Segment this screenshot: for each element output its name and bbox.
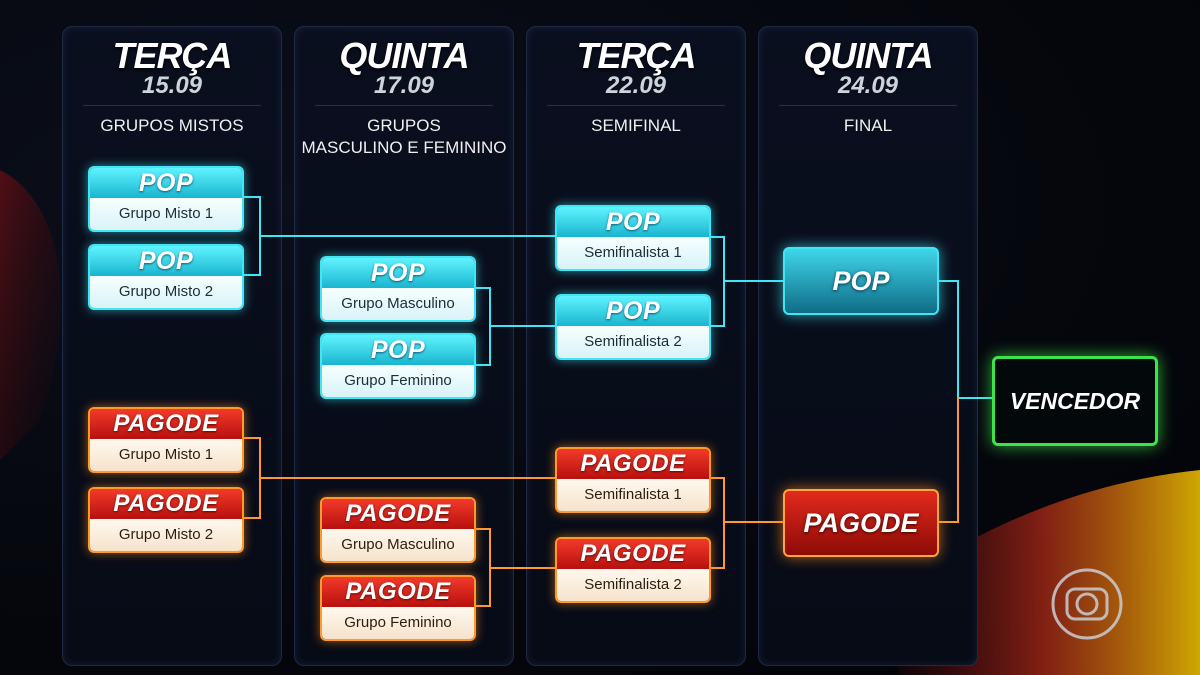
- box-category: PAGODE: [322, 577, 474, 607]
- box-label: Semifinalista 1: [557, 479, 709, 511]
- box-label: Semifinalista 2: [557, 326, 709, 358]
- pagode-box: PAGODE Grupo Feminino: [320, 575, 476, 641]
- pagode-final-box: PAGODE: [783, 489, 939, 557]
- column-stage: SEMIFINAL: [591, 116, 681, 135]
- winner-box: VENCEDOR: [992, 356, 1158, 446]
- pagode-box: PAGODE Semifinalista 1: [555, 447, 711, 513]
- divider: [779, 105, 957, 106]
- box-category: PAGODE: [322, 499, 474, 529]
- column-day: QUINTA: [339, 35, 469, 76]
- divider: [83, 105, 261, 106]
- box-label: Grupo Feminino: [322, 607, 474, 639]
- box-label: Grupo Masculino: [322, 529, 474, 561]
- box-category: POP: [322, 258, 474, 288]
- column-date: 24.09: [837, 72, 899, 99]
- box-category: POP: [90, 246, 242, 276]
- box-label: Grupo Misto 1: [90, 198, 242, 230]
- pagode-box: PAGODE Grupo Misto 1: [88, 407, 244, 473]
- box-category: PAGODE: [557, 539, 709, 569]
- box-category: PAGODE: [90, 489, 242, 519]
- column-stage: GRUPOS MISTOS: [100, 116, 244, 135]
- column-4: QUINTA 24.09 FINAL: [758, 26, 978, 666]
- box-label: Semifinalista 2: [557, 569, 709, 601]
- pop-box: POP Grupo Misto 2: [88, 244, 244, 310]
- column-day: TERÇA: [576, 35, 697, 76]
- pop-box: POP Grupo Misto 1: [88, 166, 244, 232]
- box-label: Grupo Misto 1: [90, 439, 242, 471]
- box-category: POP: [557, 296, 709, 326]
- pop-box: POP Grupo Masculino: [320, 256, 476, 322]
- box-label: Grupo Misto 2: [90, 276, 242, 308]
- box-category: POP: [90, 168, 242, 198]
- divider: [315, 105, 493, 106]
- box-label: Grupo Feminino: [322, 365, 474, 397]
- pop-box: POP Semifinalista 2: [555, 294, 711, 360]
- box-label: Grupo Masculino: [322, 288, 474, 320]
- box-label: Grupo Misto 2: [90, 519, 242, 551]
- box-category: POP: [322, 335, 474, 365]
- pop-final-box: POP: [783, 247, 939, 315]
- pagode-box: PAGODE Grupo Misto 2: [88, 487, 244, 553]
- divider: [547, 105, 725, 106]
- pop-box: POP Grupo Feminino: [320, 333, 476, 399]
- pop-box: POP Semifinalista 1: [555, 205, 711, 271]
- column-day: TERÇA: [112, 35, 233, 76]
- column-date: 15.09: [141, 72, 203, 99]
- pagode-box: PAGODE Semifinalista 2: [555, 537, 711, 603]
- box-category: PAGODE: [90, 409, 242, 439]
- box-label: Semifinalista 1: [557, 237, 709, 269]
- column-stage: GRUPOS MASCULINO E FEMININO: [301, 116, 507, 157]
- column-date: 17.09: [373, 72, 435, 99]
- column-day: QUINTA: [803, 35, 933, 76]
- globo-icon: [1051, 568, 1123, 640]
- column-1: TERÇA 15.09 GRUPOS MISTOS: [62, 26, 282, 666]
- pagode-box: PAGODE Grupo Masculino: [320, 497, 476, 563]
- column-stage: FINAL: [843, 116, 893, 135]
- box-category: POP: [557, 207, 709, 237]
- box-category: PAGODE: [557, 449, 709, 479]
- column-date: 22.09: [605, 72, 667, 99]
